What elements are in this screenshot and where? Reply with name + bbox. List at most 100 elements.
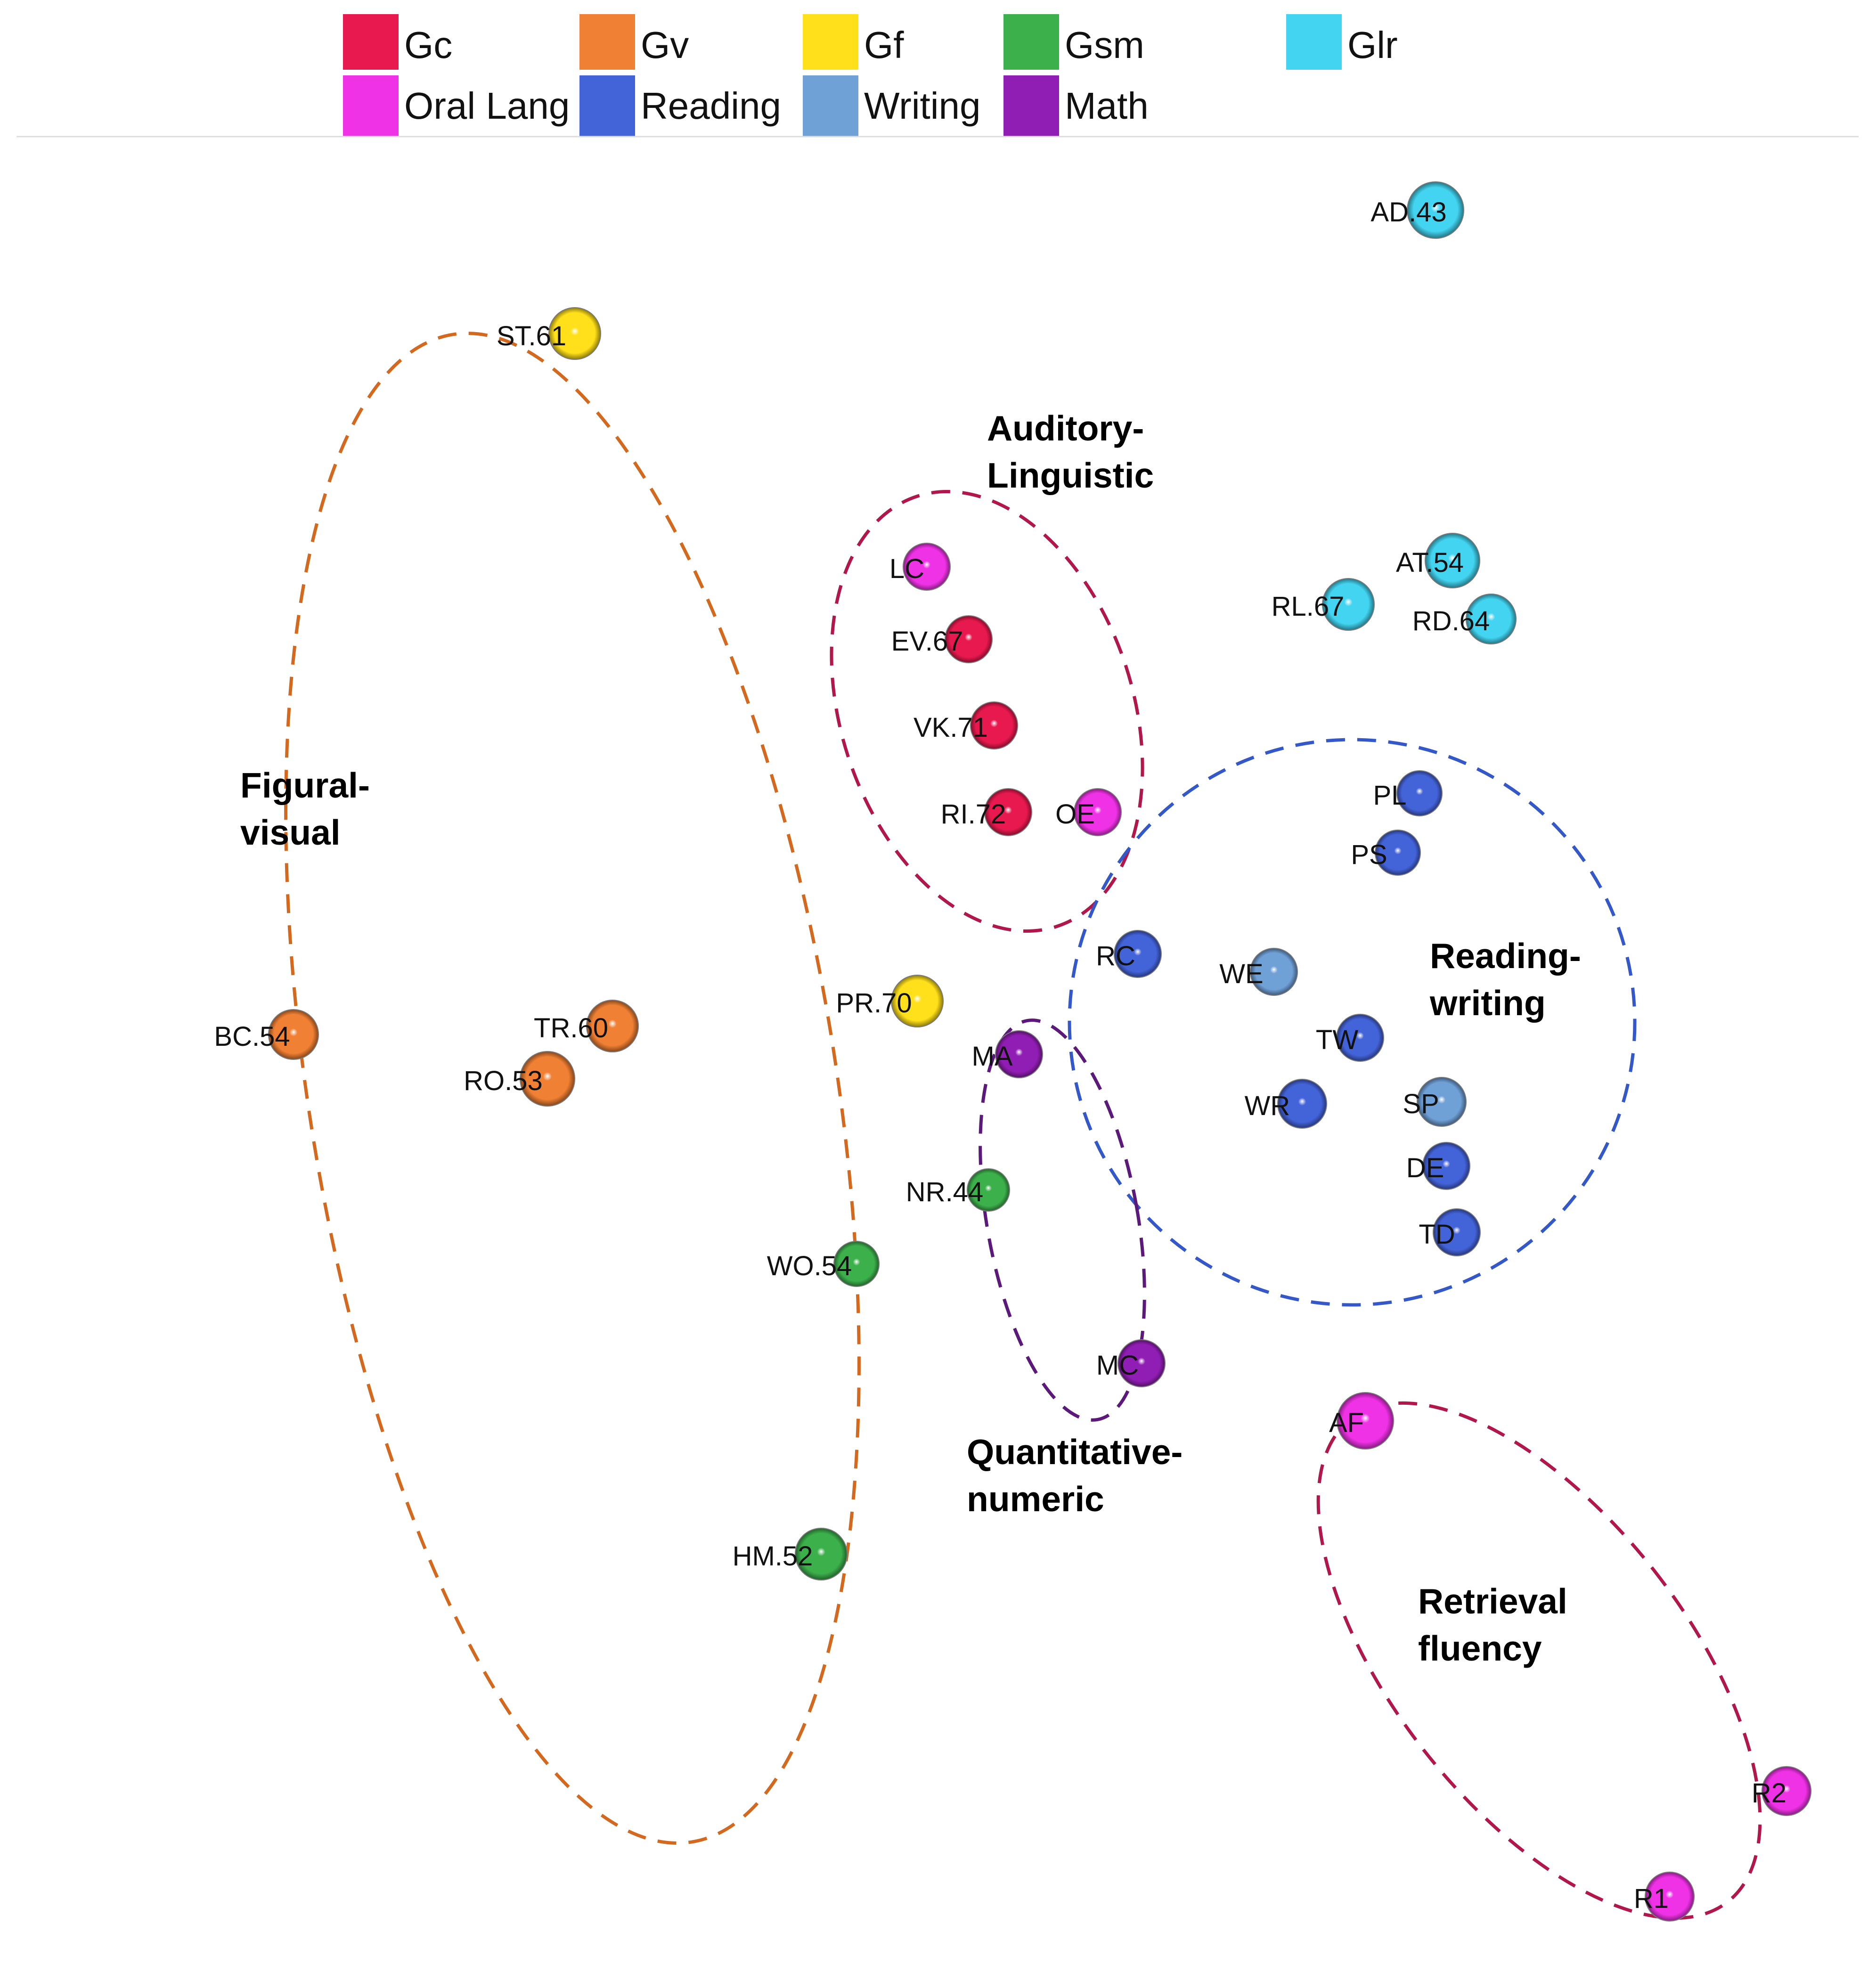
data-point-at-54 bbox=[1425, 533, 1480, 588]
data-point-rd-64 bbox=[1466, 594, 1517, 644]
point-label-pr-70: PR.70 bbox=[836, 988, 912, 1018]
cluster-label-retrieval-fluency-line2: fluency bbox=[1418, 1629, 1542, 1668]
point-label-hm-52: HM.52 bbox=[733, 1541, 813, 1572]
legend-item-oral-lang: Oral Lang bbox=[343, 75, 570, 137]
data-point-oe bbox=[1074, 788, 1122, 836]
legend-label-gv: Gv bbox=[641, 24, 689, 66]
legend-swatch-writing bbox=[803, 75, 858, 137]
point-label-r2: R2 bbox=[1752, 1778, 1786, 1808]
point-label-vk-71: VK.71 bbox=[914, 712, 988, 743]
point-label-mc: MC bbox=[1096, 1350, 1139, 1381]
cluster-label-auditory-linguistic-line2: Linguistic bbox=[987, 456, 1154, 495]
data-point-st-61 bbox=[548, 307, 601, 360]
legend-swatch-gc bbox=[343, 14, 399, 70]
point-label-rd-64: RD.64 bbox=[1412, 606, 1490, 636]
cluster-ellipse-auditory-linguistic bbox=[830, 490, 1144, 933]
legend-item-gc: Gc bbox=[343, 14, 452, 70]
legend-item-gv: Gv bbox=[579, 14, 689, 70]
legend: Gc Gv Gf Gsm Glr Oral Lang Reading Writ bbox=[343, 14, 1398, 137]
data-point-ro-53 bbox=[520, 1051, 575, 1107]
legend-swatch-glr bbox=[1286, 14, 1342, 70]
legend-label-math: Math bbox=[1065, 85, 1149, 127]
cluster-labels: Figural- visual Auditory- Linguistic Rea… bbox=[240, 408, 1581, 1668]
data-point-r1 bbox=[1645, 1872, 1695, 1922]
data-point-vk-71 bbox=[970, 701, 1018, 749]
legend-label-writing: Writing bbox=[864, 85, 980, 127]
cluster-ellipse-figural-visual bbox=[284, 332, 861, 1845]
data-point-wo-54 bbox=[833, 1241, 880, 1287]
data-point-pr-70 bbox=[891, 975, 944, 1027]
cluster-label-reading-writing-line1: Reading- bbox=[1430, 936, 1581, 976]
legend-item-reading: Reading bbox=[579, 75, 781, 137]
point-label-rc: RC bbox=[1096, 941, 1135, 971]
point-label-td: TD bbox=[1419, 1219, 1455, 1250]
legend-label-reading: Reading bbox=[641, 85, 781, 127]
data-point-nr-44 bbox=[967, 1168, 1010, 1212]
cluster-label-quantitative-numeric-line2: numeric bbox=[967, 1479, 1104, 1519]
cluster-label-retrieval-fluency-line1: Retrieval bbox=[1418, 1581, 1567, 1621]
legend-item-glr: Glr bbox=[1286, 14, 1398, 70]
data-point-mc bbox=[1117, 1339, 1166, 1387]
point-label-wr: WR bbox=[1245, 1091, 1290, 1121]
legend-swatch-reading bbox=[579, 75, 635, 137]
legend-label-gc: Gc bbox=[404, 24, 452, 66]
data-point-ri-72 bbox=[984, 788, 1032, 836]
point-label-bc-54: BC.54 bbox=[214, 1021, 290, 1052]
point-label-ps: PS bbox=[1351, 839, 1387, 870]
data-point-bc-54 bbox=[268, 1009, 319, 1060]
legend-swatch-math bbox=[1003, 75, 1059, 137]
legend-item-gf: Gf bbox=[803, 14, 904, 70]
point-label-sp: SP bbox=[1403, 1089, 1439, 1119]
legend-item-writing: Writing bbox=[803, 75, 980, 137]
data-point-lc bbox=[903, 543, 951, 591]
point-label-ev-67: EV.67 bbox=[891, 626, 963, 657]
point-label-ri-72: RI.72 bbox=[941, 799, 1006, 830]
data-point-ad-43 bbox=[1407, 181, 1464, 239]
point-label-tw: TW bbox=[1316, 1025, 1358, 1055]
point-label-at-54: AT.54 bbox=[1396, 547, 1464, 578]
data-point-we bbox=[1250, 948, 1298, 996]
point-label-pl: PL bbox=[1373, 780, 1407, 811]
point-label-rl-67: RL.67 bbox=[1272, 591, 1345, 622]
point-label-ad-43: AD.43 bbox=[1370, 197, 1446, 228]
data-point-tw bbox=[1336, 1014, 1384, 1062]
cluster-label-figural-visual-line2: visual bbox=[240, 813, 341, 852]
data-point-tr-60 bbox=[586, 1000, 639, 1052]
point-label-de: DE bbox=[1406, 1153, 1444, 1183]
legend-swatch-gf bbox=[803, 14, 858, 70]
legend-swatch-gv bbox=[579, 14, 635, 70]
cluster-label-reading-writing-line2: writing bbox=[1429, 983, 1546, 1023]
data-point-wr bbox=[1277, 1079, 1327, 1129]
cluster-label-figural-visual-line1: Figural- bbox=[240, 766, 370, 805]
data-point-ev-67 bbox=[945, 615, 993, 663]
point-label-oe: OE bbox=[1055, 799, 1095, 830]
legend-label-gsm: Gsm bbox=[1065, 24, 1144, 66]
data-point-td bbox=[1433, 1208, 1481, 1256]
cluster-ellipse-reading-writing bbox=[1068, 738, 1637, 1307]
point-label-lc: LC bbox=[889, 554, 924, 584]
cluster-label-quantitative-numeric-line1: Quantitative- bbox=[967, 1432, 1183, 1472]
data-point-ps bbox=[1375, 830, 1421, 876]
legend-label-oral-lang: Oral Lang bbox=[404, 85, 570, 127]
data-point-ma bbox=[995, 1030, 1043, 1078]
point-label-we: WE bbox=[1219, 959, 1263, 989]
data-point-pl bbox=[1396, 770, 1443, 816]
data-point-de bbox=[1422, 1142, 1470, 1190]
point-label-st-61: ST.61 bbox=[497, 321, 566, 351]
legend-swatch-oral-lang bbox=[343, 75, 399, 137]
legend-item-math: Math bbox=[1003, 75, 1149, 137]
data-point-hm-52 bbox=[795, 1528, 848, 1580]
data-point-rc bbox=[1114, 930, 1162, 978]
point-label-ro-53: RO.53 bbox=[464, 1066, 543, 1096]
point-label-wo-54: WO.54 bbox=[767, 1251, 852, 1281]
data-point-sp bbox=[1417, 1077, 1467, 1127]
cluster-ellipse-quantitative-numeric bbox=[979, 1018, 1146, 1422]
data-point-rl-67 bbox=[1322, 578, 1375, 631]
point-label-af: AF bbox=[1329, 1408, 1364, 1438]
legend-label-gf: Gf bbox=[864, 24, 904, 66]
point-label-r1: R1 bbox=[1634, 1883, 1669, 1914]
data-point-af bbox=[1337, 1392, 1394, 1450]
cluster-group bbox=[284, 332, 1762, 1920]
cluster-label-auditory-linguistic-line1: Auditory- bbox=[987, 408, 1144, 448]
